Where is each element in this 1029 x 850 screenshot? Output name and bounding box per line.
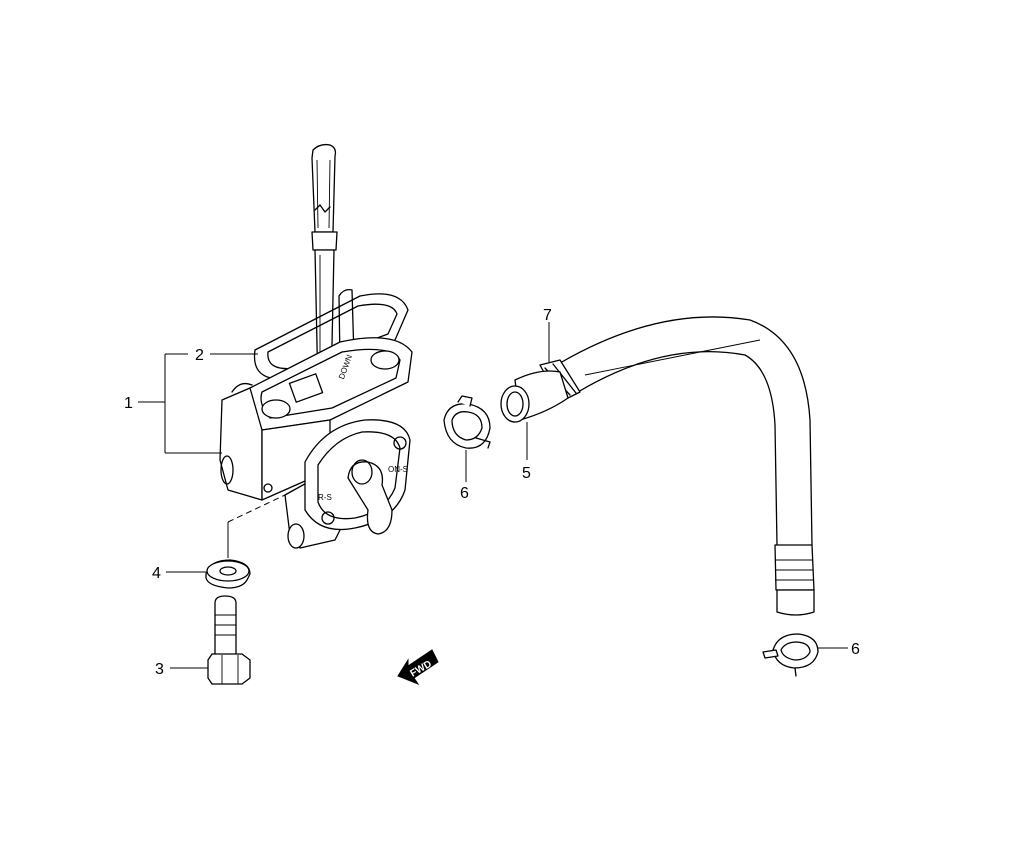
leader-lines [138,322,848,669]
hose-clamp-lower-part [762,633,819,677]
callout-6-upper: 6 [460,485,469,502]
forward-arrow-icon: FWD [397,649,439,686]
hose-fitting-part [500,370,569,423]
fuel-valve-part: DOWN ON-S R-S [219,143,413,549]
callout-2: 2 [195,347,204,364]
bolt-part [207,595,251,685]
callout-3: 3 [155,661,164,678]
fwd-label: FWD [408,659,433,680]
hose-clamp-upper-part [443,395,491,449]
svg-text:R-S: R-S [318,493,332,502]
callout-4: 4 [152,565,161,582]
callout-1: 1 [124,395,133,412]
callout-5: 5 [522,465,531,482]
washer-part [205,559,251,589]
callout-7: 7 [543,307,552,324]
svg-text:ON-S: ON-S [388,465,408,474]
callout-6-lower: 6 [851,641,860,658]
fuel-hose-part [539,316,815,616]
